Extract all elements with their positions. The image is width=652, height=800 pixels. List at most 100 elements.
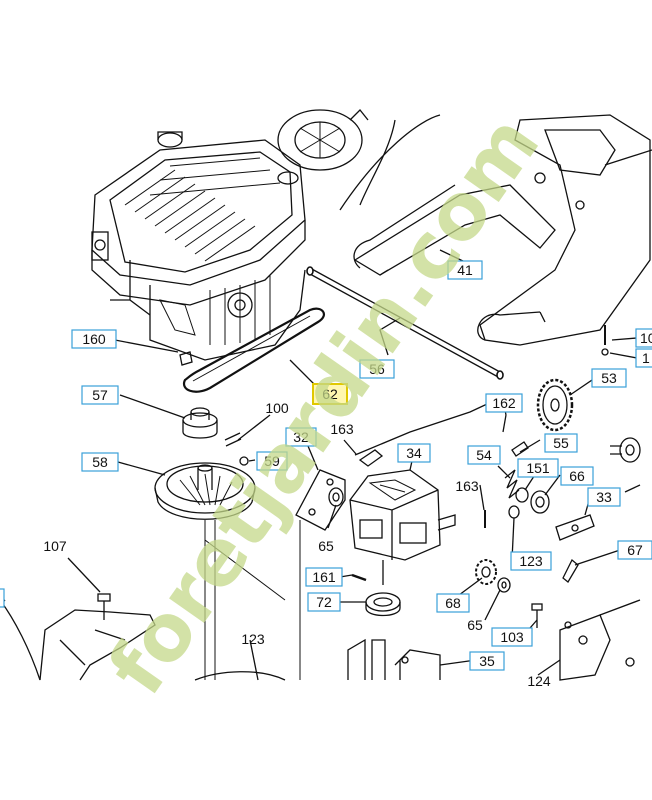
svg-text:65: 65 [467,617,483,633]
callout-151[interactable]: 151 [517,458,559,478]
svg-text:53: 53 [601,370,617,386]
svg-text:34: 34 [406,445,422,461]
handle-frame-drawing [339,114,652,346]
pin-162-drawing [502,414,507,433]
callout-57[interactable]: 57 [81,385,119,405]
callout-53[interactable]: 53 [591,368,627,388]
callout-34[interactable]: 34 [397,443,431,463]
svg-text:1: 1 [642,350,650,366]
svg-text:55: 55 [553,435,569,451]
bushing-151-drawing [515,487,529,503]
drive-belt-drawing [182,307,325,393]
clip-55-drawing [511,441,529,457]
callout-1-partial[interactable]: 1 [635,348,652,368]
callout-32[interactable]: 32 [285,427,317,447]
spring-54-drawing [504,469,520,499]
svg-text:103: 103 [500,629,524,645]
pulley-drawing [182,407,218,439]
nut-1-drawing [601,348,609,356]
callout-35[interactable]: 35 [469,651,505,671]
callout-41[interactable]: 41 [447,260,483,280]
svg-text:68: 68 [445,595,461,611]
svg-text:161: 161 [312,569,336,585]
callout-124[interactable]: 124 [527,673,551,689]
svg-text:35: 35 [479,653,495,669]
svg-text:151: 151 [526,460,550,476]
callout-66[interactable]: 66 [560,466,594,486]
callout-67[interactable]: 67 [617,540,652,560]
spring-67-drawing [562,558,579,583]
svg-text:67: 67 [627,542,643,558]
svg-text:123: 123 [519,553,543,569]
callout-163-right[interactable]: 163 [455,478,479,494]
callout-10-partial[interactable]: 10 [635,328,652,348]
svg-text:162: 162 [492,395,516,411]
blade-carrier-drawing [154,462,256,520]
callout-162[interactable]: 162 [485,393,523,413]
callout-103[interactable]: 103 [491,627,533,647]
callout-160[interactable]: 160 [71,329,117,349]
svg-text:62: 62 [322,386,338,402]
engine-drawing [91,131,306,361]
bushing-65-drawing [328,487,344,507]
callout-partial-left[interactable] [0,588,5,608]
callout-65-left[interactable]: 65 [318,538,334,554]
callout-68[interactable]: 68 [436,593,470,613]
callout-163-left[interactable]: 163 [330,421,354,437]
drive-cable-drawing [354,397,501,456]
svg-text:163: 163 [455,478,479,494]
svg-text:160: 160 [82,331,106,347]
lever-33-drawing [555,514,595,541]
callout-123-left[interactable]: 123 [241,631,265,647]
height-adjuster-drawing [559,599,641,681]
svg-text:54: 54 [476,447,492,463]
callout-58[interactable]: 58 [81,452,119,472]
gear-wheel-53-drawing [536,378,574,432]
callout-123-right[interactable]: 123 [510,551,552,571]
svg-text:123: 123 [241,631,265,647]
svg-text:72: 72 [316,594,332,610]
svg-text:124: 124 [527,673,551,689]
svg-text:32: 32 [293,429,309,445]
callout-55[interactable]: 55 [544,433,578,453]
gear-68-drawing [475,559,497,585]
callout-33[interactable]: 33 [587,487,621,507]
bushing-65b-drawing [497,577,511,593]
cable-end-drawing [358,449,384,467]
svg-text:57: 57 [92,387,108,403]
svg-text:58: 58 [92,454,108,470]
nut-right-drawing [625,657,635,667]
svg-text:107: 107 [43,538,67,554]
svg-text:65: 65 [318,538,334,554]
rear-wheel-drawing [277,109,369,171]
svg-text:41: 41 [457,262,473,278]
svg-text:56: 56 [369,361,385,377]
svg-text:100: 100 [265,400,289,416]
bracket-32-drawing [295,469,346,531]
gear-66-drawing [530,490,550,514]
svg-text:66: 66 [569,468,585,484]
key-161-drawing [351,573,367,582]
axle-shaft-drawing [306,266,504,380]
svg-text:33: 33 [596,489,612,505]
callout-56[interactable]: 56 [359,359,395,379]
callout-59[interactable]: 59 [256,451,288,471]
callout-72[interactable]: 72 [307,592,341,612]
bushing-123-drawing [508,505,520,519]
clip-160-drawing [179,351,193,366]
callout-62-highlighted[interactable]: 62 [312,383,348,405]
svg-text:10: 10 [640,330,652,346]
bolt-107-drawing [97,593,111,620]
callout-54[interactable]: 54 [467,445,501,465]
svg-text:163: 163 [330,421,354,437]
callout-161[interactable]: 161 [305,567,343,587]
callout-65-right[interactable]: 65 [467,617,483,633]
nut-59-drawing [239,456,249,466]
bolt-103-drawing [531,603,543,628]
pulley-72-drawing [365,592,401,617]
callout-107[interactable]: 107 [43,538,67,554]
gearbox-drawing [349,469,456,585]
callout-100[interactable]: 100 [265,400,289,416]
